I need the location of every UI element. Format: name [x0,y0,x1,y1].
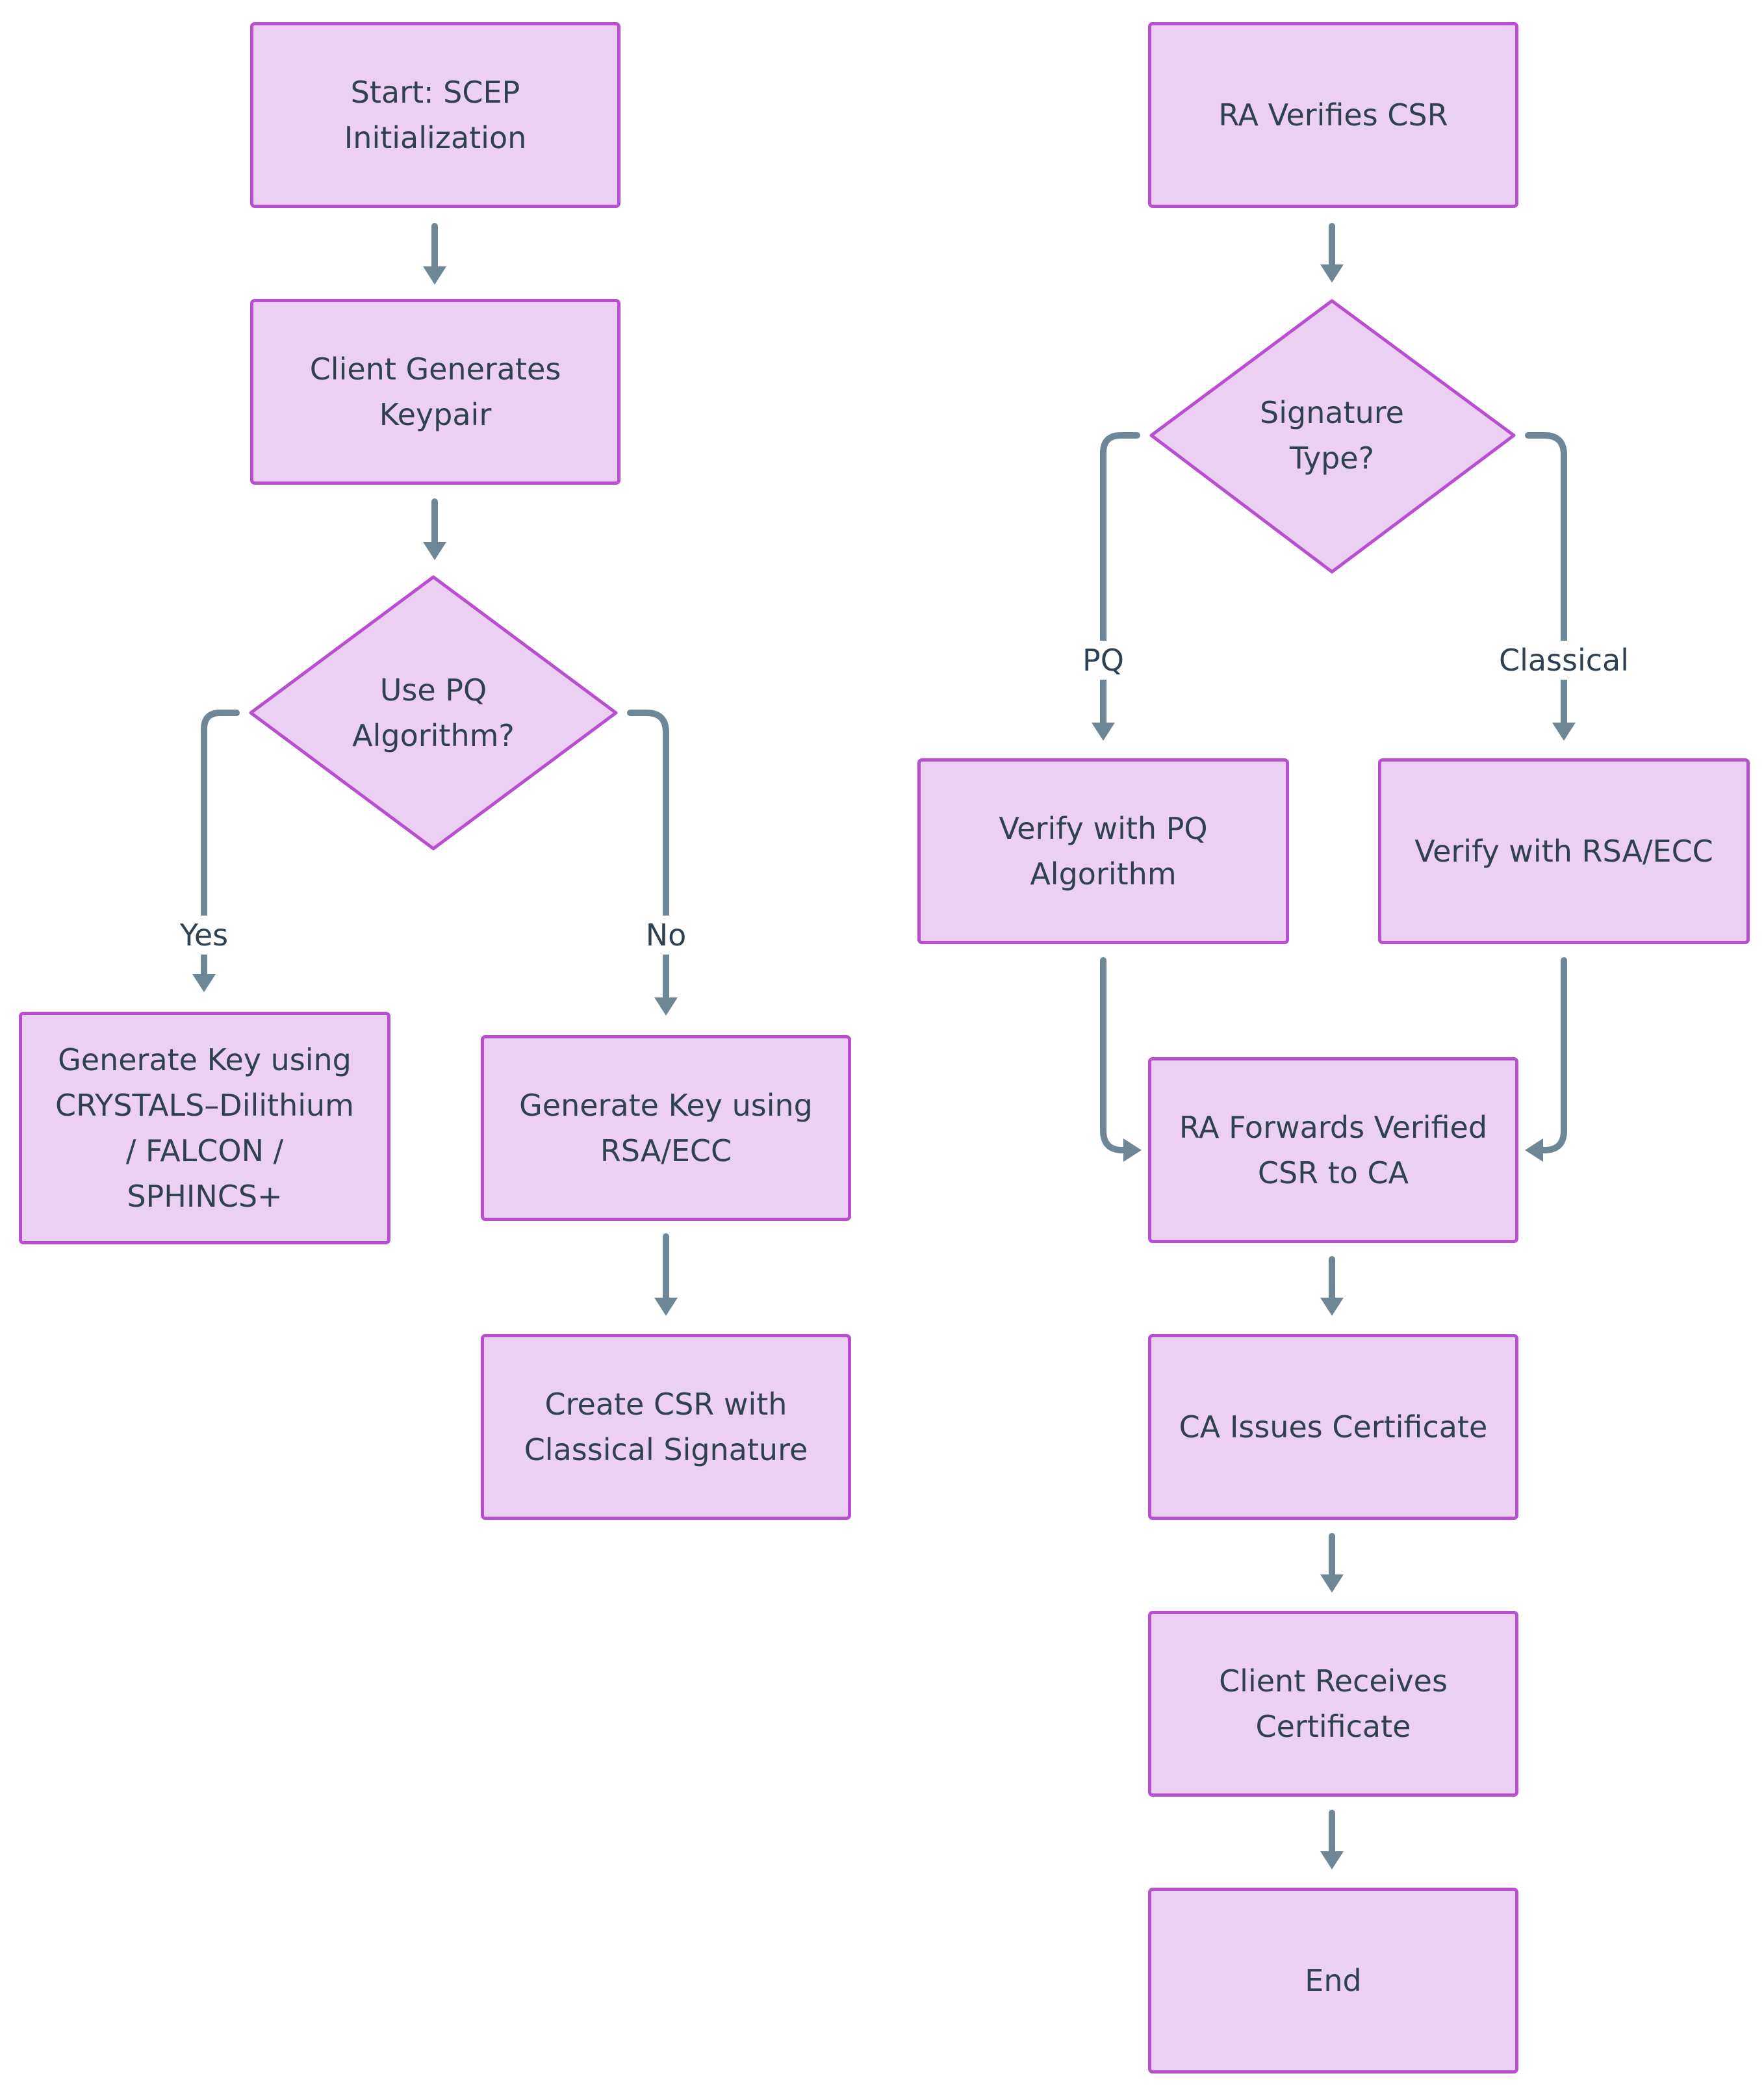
node-generate-key-pq-label: Generate Key using CRYSTALS–Dilithium / … [55,1042,354,1214]
node-verify-pq: Verify with PQ Algorithm [917,758,1289,944]
edge-decision-no-arrowhead [654,997,678,1016]
edge-keypair-to-decision-arrowhead [423,542,446,560]
edge-label-yes: Yes [175,916,233,955]
node-ca-issues-certificate-label: CA Issues Certificate [1179,1409,1488,1445]
node-verify-pq-label: Verify with PQ Algorithm [999,811,1208,892]
edge-signature-pq [1100,432,1140,731]
edge-issue-to-receive-arrowhead [1320,1574,1344,1593]
edge-label-pq: PQ [1079,641,1128,680]
edge-verify-rsa-to-forward-arrowhead [1525,1138,1543,1162]
node-client-receives-certificate: Client Receives Certificate [1148,1611,1518,1797]
decision-signature-type-label: Signature Type? [1260,395,1404,476]
edge-forward-to-issue-arrowhead [1320,1298,1344,1316]
edge-verify-pq-to-forward-arrowhead [1123,1138,1142,1162]
edge-start-to-keypair-arrowhead [423,266,446,285]
node-start-label: Start: SCEP Initialization [344,75,527,155]
edge-verify-rsa-to-forward [1536,957,1567,1153]
node-generate-key-rsa-ecc-label: Generate Key using RSA/ECC [519,1088,813,1168]
node-create-csr-classical-label: Create CSR with Classical Signature [524,1387,808,1467]
edge-signature-pq-arrowhead [1092,723,1115,741]
node-client-generates-keypair: Client Generates Keypair [250,299,620,485]
node-generate-key-rsa-ecc: Generate Key using RSA/ECC [481,1035,851,1221]
decision-signature-type [1149,299,1516,574]
node-verify-rsa-ecc-label: Verify with RSA/ECC [1414,834,1713,869]
edge-receive-to-end-arrowhead [1320,1851,1344,1869]
node-start: Start: SCEP Initialization [250,22,620,208]
node-ra-verifies-csr: RA Verifies CSR [1148,22,1518,208]
edge-ra-to-signature-arrowhead [1320,264,1344,283]
node-end: End [1148,1888,1518,2074]
decision-use-pq-algorithm [249,575,618,851]
edge-label-no: No [641,916,691,955]
node-verify-rsa-ecc: Verify with RSA/ECC [1378,758,1750,944]
node-end-label: End [1305,1963,1362,1998]
node-ra-forwards-csr-label: RA Forwards Verified CSR to CA [1179,1110,1488,1190]
edge-signature-classical [1525,432,1567,731]
node-ca-issues-certificate: CA Issues Certificate [1148,1334,1518,1520]
node-create-csr-classical: Create CSR with Classical Signature [481,1334,851,1520]
edge-decision-no [627,710,669,1006]
edge-label-classical: Classical [1494,641,1633,680]
edge-signature-classical-arrowhead [1552,723,1576,741]
edge-rsa-to-csr-arrowhead [654,1298,678,1316]
edge-decision-yes-arrowhead [192,974,216,992]
node-ra-forwards-csr: RA Forwards Verified CSR to CA [1148,1057,1518,1243]
decision-use-pq-algorithm-label: Use PQ Algorithm? [352,673,515,753]
node-client-generates-keypair-label: Client Generates Keypair [309,352,561,432]
node-generate-key-pq: Generate Key using CRYSTALS–Dilithium / … [19,1012,390,1244]
node-client-receives-certificate-label: Client Receives Certificate [1219,1663,1448,1744]
edge-verify-pq-to-forward [1100,957,1131,1153]
node-ra-verifies-csr-label: RA Verifies CSR [1218,97,1448,133]
